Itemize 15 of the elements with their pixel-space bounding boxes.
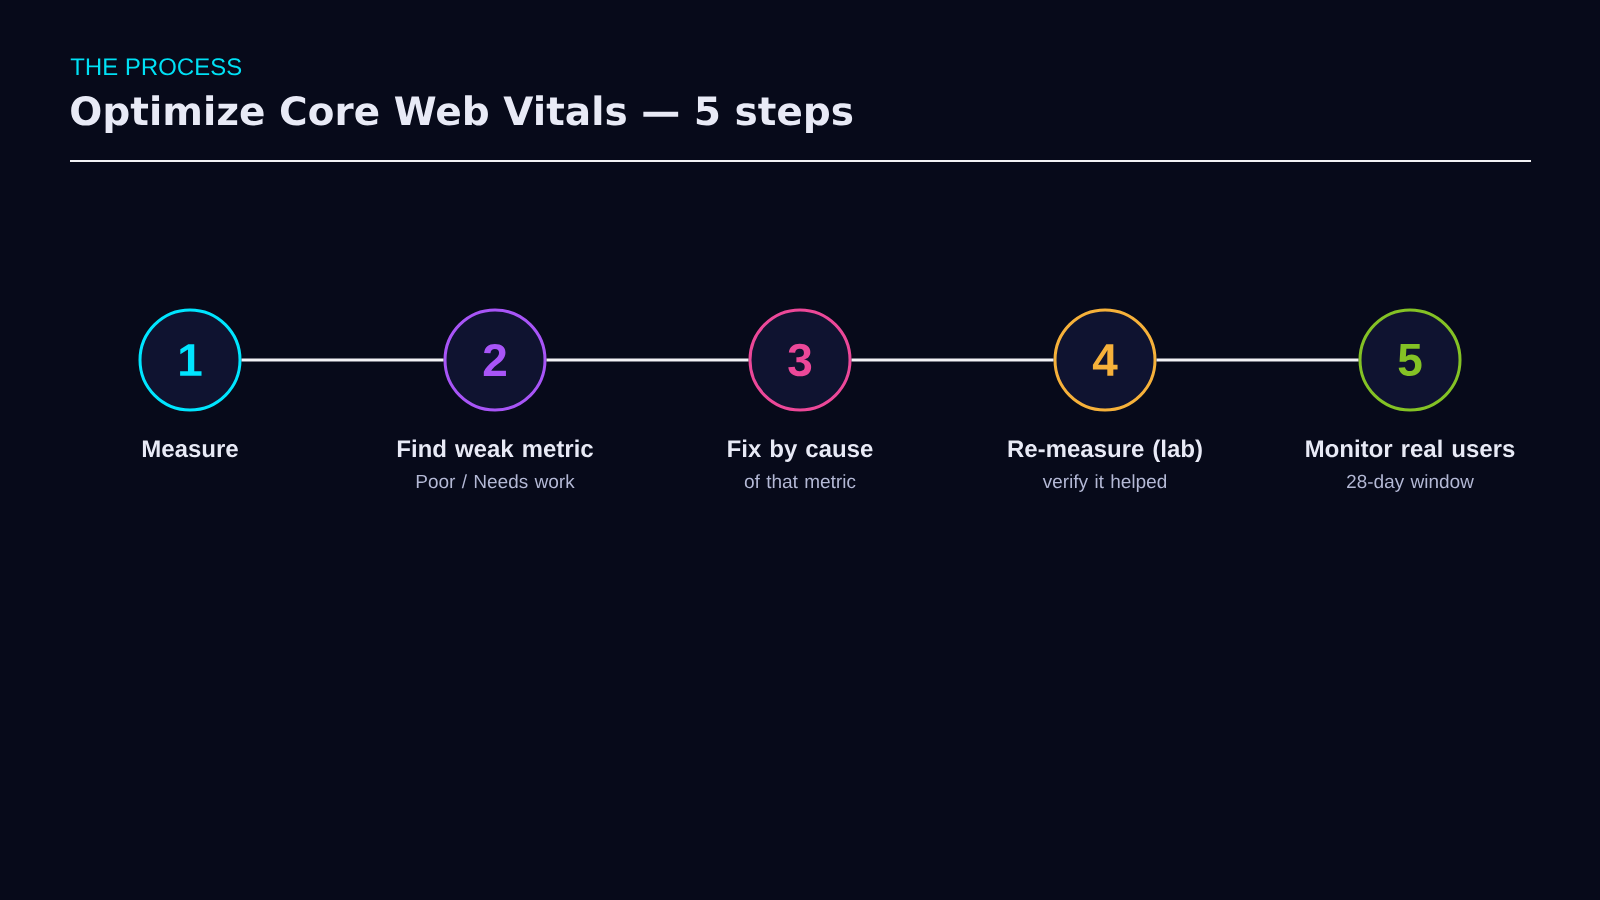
step-title: Measure bbox=[142, 440, 238, 458]
kicker-text: THE PROCESS bbox=[70, 58, 242, 76]
step-caption: 28-day window bbox=[1347, 474, 1474, 492]
step-title: Find weak metric bbox=[397, 439, 593, 458]
step-title: Re-measure (lab) bbox=[1008, 439, 1202, 462]
connector-line bbox=[241, 358, 444, 362]
step-caption: verify it helped bbox=[1042, 474, 1167, 492]
connector-line bbox=[851, 358, 1054, 362]
connector-line bbox=[546, 358, 749, 362]
step-caption: Poor / Needs work bbox=[416, 474, 575, 489]
step-caption: of that metric bbox=[744, 474, 856, 489]
step-title: Monitor real users bbox=[1306, 439, 1515, 458]
slide-title: Optimize Core Web Vitals — 5 steps bbox=[71, 95, 853, 134]
step-title: Fix by cause bbox=[728, 439, 873, 462]
connector-line bbox=[1156, 358, 1359, 362]
